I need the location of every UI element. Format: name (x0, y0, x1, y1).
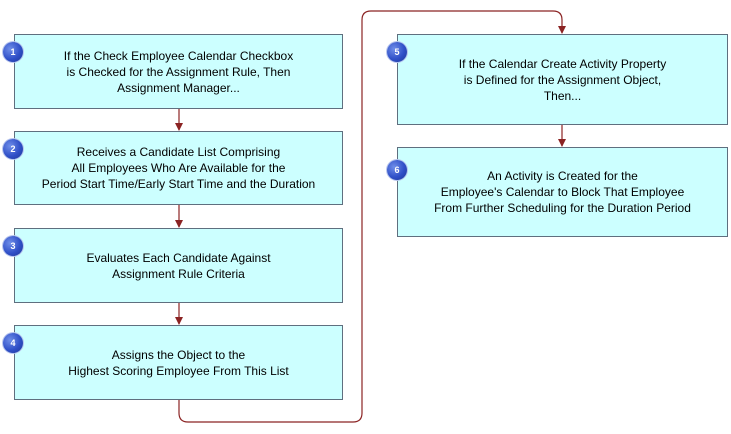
step-1-box: If the Check Employee Calendar Checkbox … (14, 34, 343, 109)
step-2-number-badge: 2 (3, 139, 23, 159)
step-5-box: If the Calendar Create Activity Property… (397, 34, 728, 125)
step-3-box: Evaluates Each Candidate Against Assignm… (14, 228, 343, 303)
step-6-text: An Activity is Created for the Employee'… (434, 169, 691, 215)
step-1-number-badge: 1 (3, 42, 23, 62)
step-6-box: An Activity is Created for the Employee'… (397, 147, 728, 237)
step-6-number-badge: 6 (387, 160, 407, 180)
step-5-text: If the Calendar Create Activity Property… (458, 56, 667, 103)
step-3-number-badge: 3 (3, 236, 23, 256)
step-4-text: Assigns the Object to the Highest Scorin… (68, 347, 289, 378)
connector-4-to-5 (178, 10, 566, 423)
step-2-text: Receives a Candidate List Comprising All… (41, 145, 316, 191)
step-1-text: If the Check Employee Calendar Checkbox … (63, 48, 294, 95)
step-3-text: Evaluates Each Candidate Against Assignm… (86, 250, 271, 281)
step-2-box: Receives a Candidate List Comprising All… (14, 131, 343, 205)
step-4-number-badge: 4 (3, 333, 23, 353)
step-4-box: Assigns the Object to the Highest Scorin… (14, 325, 343, 400)
step-5-number-badge: 5 (387, 42, 407, 62)
